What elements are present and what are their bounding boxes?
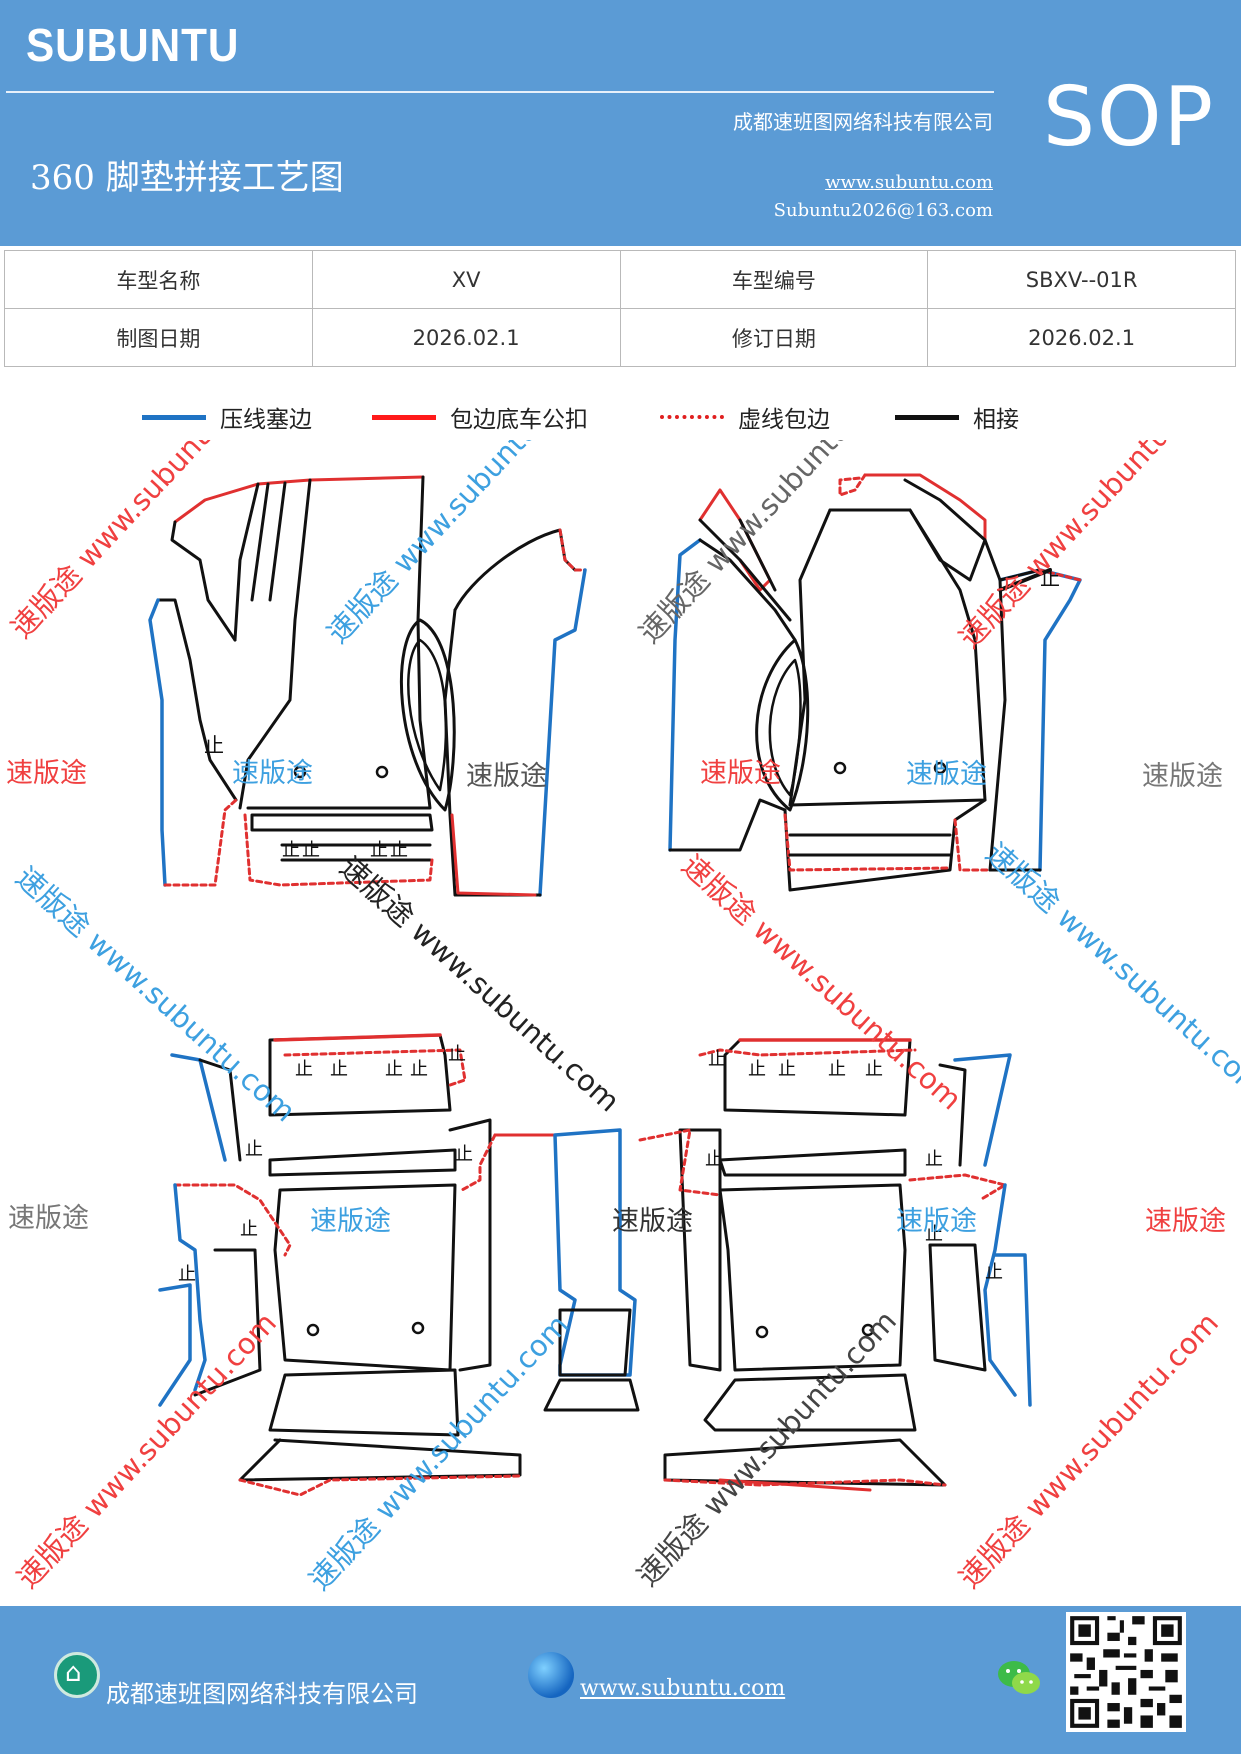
watermark-text: 速版途 bbox=[466, 761, 547, 792]
joint-mark: 止 bbox=[865, 1059, 883, 1080]
sop-badge: SOP bbox=[1043, 70, 1216, 165]
joint-mark: 止 bbox=[925, 1224, 943, 1245]
joint-mark: 止 bbox=[448, 1044, 466, 1065]
table-row: 车型名称 XV 车型编号 SBXV--01R bbox=[4, 250, 1236, 309]
joint-mark: 止 bbox=[1040, 566, 1060, 590]
joint-mark: 止 bbox=[708, 1049, 726, 1070]
joint-mark: 止 bbox=[925, 1149, 943, 1170]
globe-icon bbox=[528, 1652, 574, 1698]
joint-mark: 止 bbox=[778, 1059, 796, 1080]
watermark-diagonal: 速版途 www.subuntu.com bbox=[632, 440, 905, 650]
watermark-diagonal: 速版途 www.subuntu.com bbox=[979, 836, 1241, 1104]
legend: 压线塞边 包边底车公扣 虚线包边 相接 bbox=[0, 400, 1241, 440]
watermark-text: 速版途 bbox=[1145, 1206, 1226, 1237]
watermark-diagonal: 速版途 www.subuntu.com bbox=[630, 1304, 903, 1593]
watermark-diagonal: 速版途 www.subuntu.com bbox=[675, 848, 968, 1116]
watermark-diagonal: 速版途 www.subuntu.com bbox=[333, 850, 626, 1118]
joint-mark: 止 bbox=[282, 840, 300, 861]
joint-mark: 止 bbox=[748, 1059, 766, 1080]
joint-mark: 止 bbox=[828, 1059, 846, 1080]
watermark-layer: 速版途 速版途 速版途 速版途 速版途 速版途 速版途 速版途 速版途 速版途 … bbox=[6, 758, 1226, 1237]
watermark-diagonal-down-layer: 速版途 www.subuntu.com 速版途 www.subuntu.com … bbox=[9, 836, 1241, 1128]
mat-front-left: 止 止 止 止 止 bbox=[148, 475, 587, 897]
watermark-diagonal: 速版途 www.subuntu.com bbox=[952, 440, 1225, 655]
joint-mark: 止 bbox=[178, 1264, 196, 1285]
watermark-diagonal: 速版途 www.subuntu.com bbox=[302, 1308, 575, 1597]
legend-swatch-red bbox=[372, 414, 436, 420]
legend-item-press-line: 压线塞边 bbox=[142, 400, 312, 434]
brand-logo: SUBUNTU bbox=[26, 19, 240, 71]
joint-mark: 止 bbox=[295, 1059, 313, 1080]
revision-date-value: 2026.02.1 bbox=[927, 308, 1236, 367]
joint-mark: 止 bbox=[390, 840, 408, 861]
revision-date-label: 修订日期 bbox=[619, 308, 929, 367]
joint-mark: 止 bbox=[245, 1139, 263, 1160]
legend-swatch-blue bbox=[142, 414, 206, 420]
joint-mark: 止 bbox=[240, 1219, 258, 1240]
model-code-label: 车型编号 bbox=[619, 250, 929, 309]
joint-mark: 止 bbox=[204, 733, 224, 757]
mat-rear-right: 止 止 止 止 止 止 止 止 止 bbox=[638, 1038, 1032, 1492]
page-title: 360 脚垫拼接工艺图 bbox=[30, 158, 344, 198]
watermark-diagonal: 速版途 www.subuntu.com bbox=[952, 1306, 1225, 1595]
watermark-text: 速版途 bbox=[896, 1206, 977, 1237]
watermark-diagonal: 速版途 www.subuntu.com bbox=[10, 1306, 283, 1595]
watermark-text: 速版途 bbox=[6, 758, 87, 789]
drawing-date-label: 制图日期 bbox=[4, 308, 313, 367]
watermark-diagonal: 速版途 www.subuntu.com bbox=[320, 440, 593, 650]
joint-mark: 止 bbox=[985, 1262, 1003, 1283]
header-company: 成都速班图网络科技有限公司 bbox=[733, 110, 993, 134]
watermark-text: 速版途 bbox=[232, 758, 313, 789]
drawing-date-value: 2026.02.1 bbox=[311, 308, 621, 367]
watermark-diagonal: 速版途 www.subuntu.com bbox=[9, 860, 302, 1128]
legend-item-joint: 相接 bbox=[895, 400, 1019, 434]
model-name-label: 车型名称 bbox=[4, 250, 313, 309]
header-email[interactable]: Subuntu2026@163.com bbox=[773, 200, 993, 221]
watermark-text: 速版途 bbox=[310, 1206, 391, 1237]
legend-item-dotted-edge: 虚线包边 bbox=[660, 400, 830, 434]
watermark-text: 速版途 bbox=[8, 1203, 89, 1234]
mat-center-bridge bbox=[543, 1128, 640, 1412]
header-website-link[interactable]: www.subuntu.com bbox=[825, 172, 993, 193]
model-name-value: XV bbox=[311, 250, 621, 309]
watermark-text: 速版途 bbox=[700, 758, 781, 789]
header-divider bbox=[6, 91, 994, 93]
watermark-text: 速版途 bbox=[906, 759, 987, 790]
joint-mark: 止 bbox=[330, 1059, 348, 1080]
joint-mark: 止 bbox=[455, 1144, 473, 1165]
legend-item-edge-buckle: 包边底车公扣 bbox=[372, 400, 588, 434]
joint-mark: 止 bbox=[370, 840, 388, 861]
footer-banner: 成都速班图网络科技有限公司 www.subuntu.com bbox=[0, 1606, 1241, 1754]
joint-mark: 止 bbox=[302, 840, 320, 861]
mat-rear-left: 止 止 止 止 止 止 止 止 止 bbox=[158, 1033, 557, 1497]
home-icon bbox=[54, 1652, 100, 1698]
model-code-value: SBXV--01R bbox=[927, 250, 1236, 309]
watermark-text: 速版途 bbox=[612, 1206, 693, 1237]
table-row: 制图日期 2026.02.1 修订日期 2026.02.1 bbox=[4, 308, 1236, 367]
legend-swatch-black bbox=[895, 414, 959, 420]
floor-mat-diagram: 止 止 止 止 止 bbox=[4, 440, 1241, 1597]
qr-code bbox=[1066, 1612, 1186, 1732]
wechat-icon bbox=[998, 1661, 1040, 1694]
header-banner: SUBUNTU 成都速班图网络科技有限公司 360 脚垫拼接工艺图 www.su… bbox=[0, 0, 1241, 246]
footer-company: 成都速班图网络科技有限公司 bbox=[106, 1680, 418, 1708]
vehicle-info-table: 车型名称 XV 车型编号 SBXV--01R 制图日期 2026.02.1 修订… bbox=[4, 250, 1236, 367]
joint-mark: 止 bbox=[410, 1059, 428, 1080]
joint-mark: 止 bbox=[385, 1059, 403, 1080]
mat-front-right: 止 bbox=[668, 473, 1082, 892]
watermark-text: 速版途 bbox=[1142, 761, 1223, 792]
legend-swatch-dotted bbox=[660, 415, 724, 419]
joint-mark: 止 bbox=[705, 1149, 723, 1170]
footer-website-link[interactable]: www.subuntu.com bbox=[580, 1676, 786, 1701]
